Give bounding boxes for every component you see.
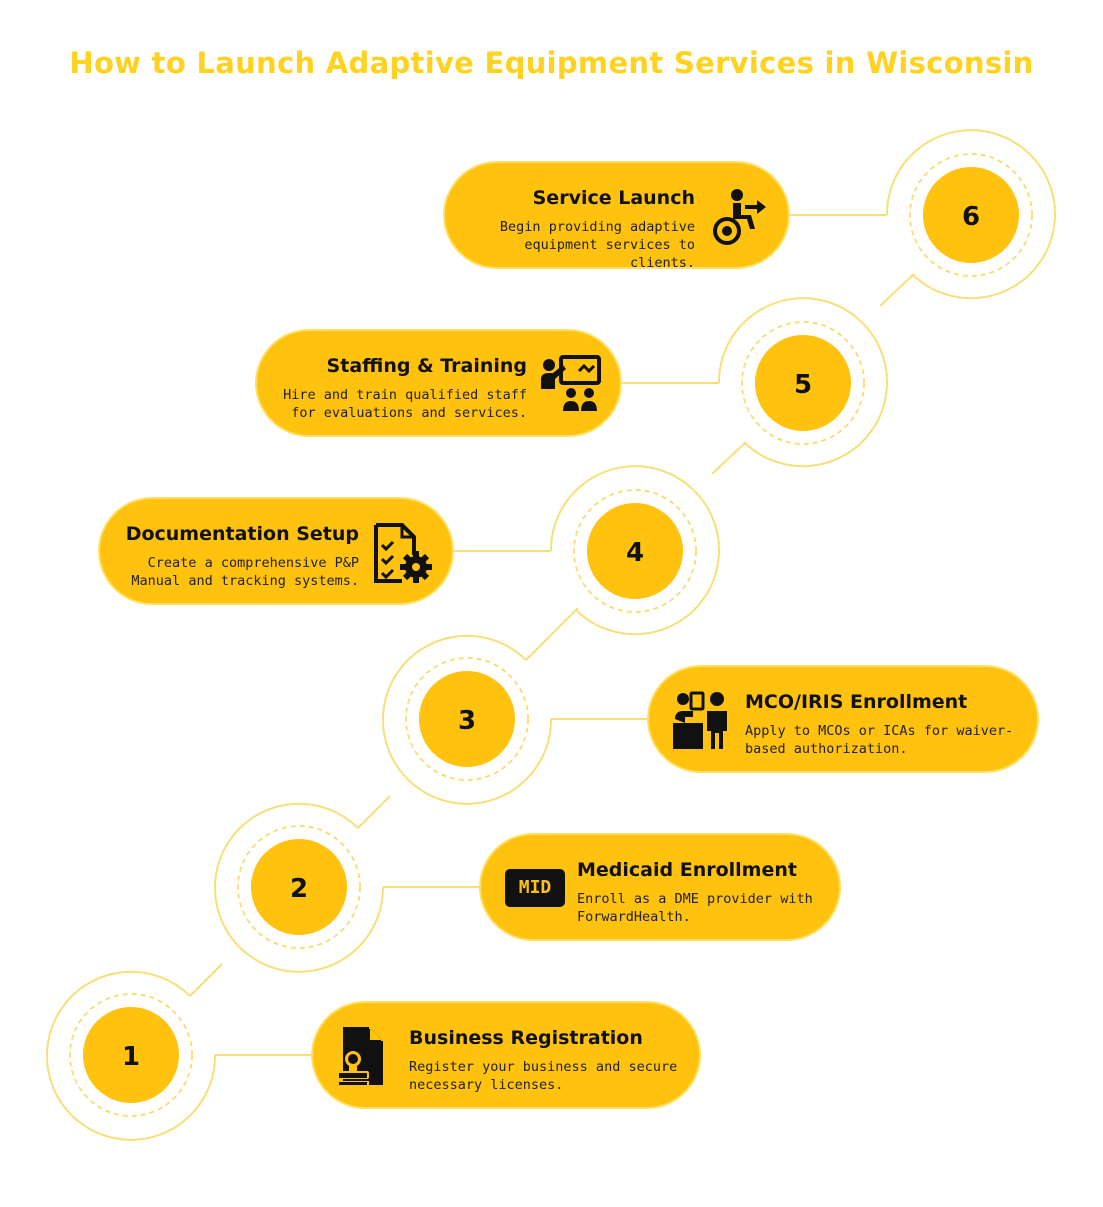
step-number-3: 3 [458,706,476,736]
step-title-5: Staffing & Training [326,355,527,377]
step-card-2: MID Medicaid Enrollment Enroll as a DME … [479,833,841,941]
step-title-1: Business Registration [409,1027,643,1049]
step-number-2: 2 [290,874,308,904]
step-circle-6: 6 [885,129,1056,300]
step-card-3: MCO/IRIS Enrollment Apply to MCOs or ICA… [647,665,1039,773]
step-description-5: Hire and train qualified staff for evalu… [283,387,527,421]
horizontal-connectors [215,214,887,1056]
step-number-4: 4 [626,538,644,568]
connector-1-2 [189,963,223,997]
step-circle-3: 3 [382,634,553,805]
step-circle-4: 4 [549,465,720,636]
step-title-2: Medicaid Enrollment [577,859,797,881]
connector-4-5 [711,441,747,475]
step-circle-2: 2 [214,802,385,973]
step-number-5: 5 [794,370,812,400]
connector-5-6 [879,273,915,307]
step-card-4: Documentation Setup Create a comprehensi… [98,497,454,605]
checklist-gear-icon [374,523,432,583]
diagonal-connectors [189,273,915,997]
connector-3-4 [525,607,579,661]
diagram-title: How to Launch Adaptive Equipment Service… [69,46,1034,80]
step-description-3: Apply to MCOs or ICAs for waiver-based a… [745,723,1014,757]
document-stamp-icon [337,1027,383,1085]
step-description-6: Begin providing adaptive equipment servi… [499,219,695,271]
step-circle-5: 5 [717,297,888,468]
connector-2-3 [357,795,391,829]
medicaid-id-icon: MID [505,869,565,907]
step-number-6: 6 [962,202,980,232]
step-card-6: Service Launch Begin providing adaptive … [443,161,790,271]
step-circle-1: 1 [46,970,217,1141]
wheelchair-arrow-icon [713,189,766,245]
step-number-1: 1 [122,1042,140,1072]
step-title-3: MCO/IRIS Enrollment [745,691,968,713]
step-card-5: Staffing & Training Hire and train quali… [255,329,622,437]
step-description-2: Enroll as a DME provider with ForwardHea… [577,891,813,925]
step-description-1: Register your business and secure necess… [409,1059,678,1093]
step-title-4: Documentation Setup [125,523,359,545]
step-description-4: Create a comprehensive P&P Manual and tr… [131,555,359,589]
step-title-6: Service Launch [532,187,695,209]
service-desk-icon [673,691,727,749]
training-presentation-icon [541,355,601,411]
step-card-1: Business Registration Register your busi… [311,1001,701,1109]
